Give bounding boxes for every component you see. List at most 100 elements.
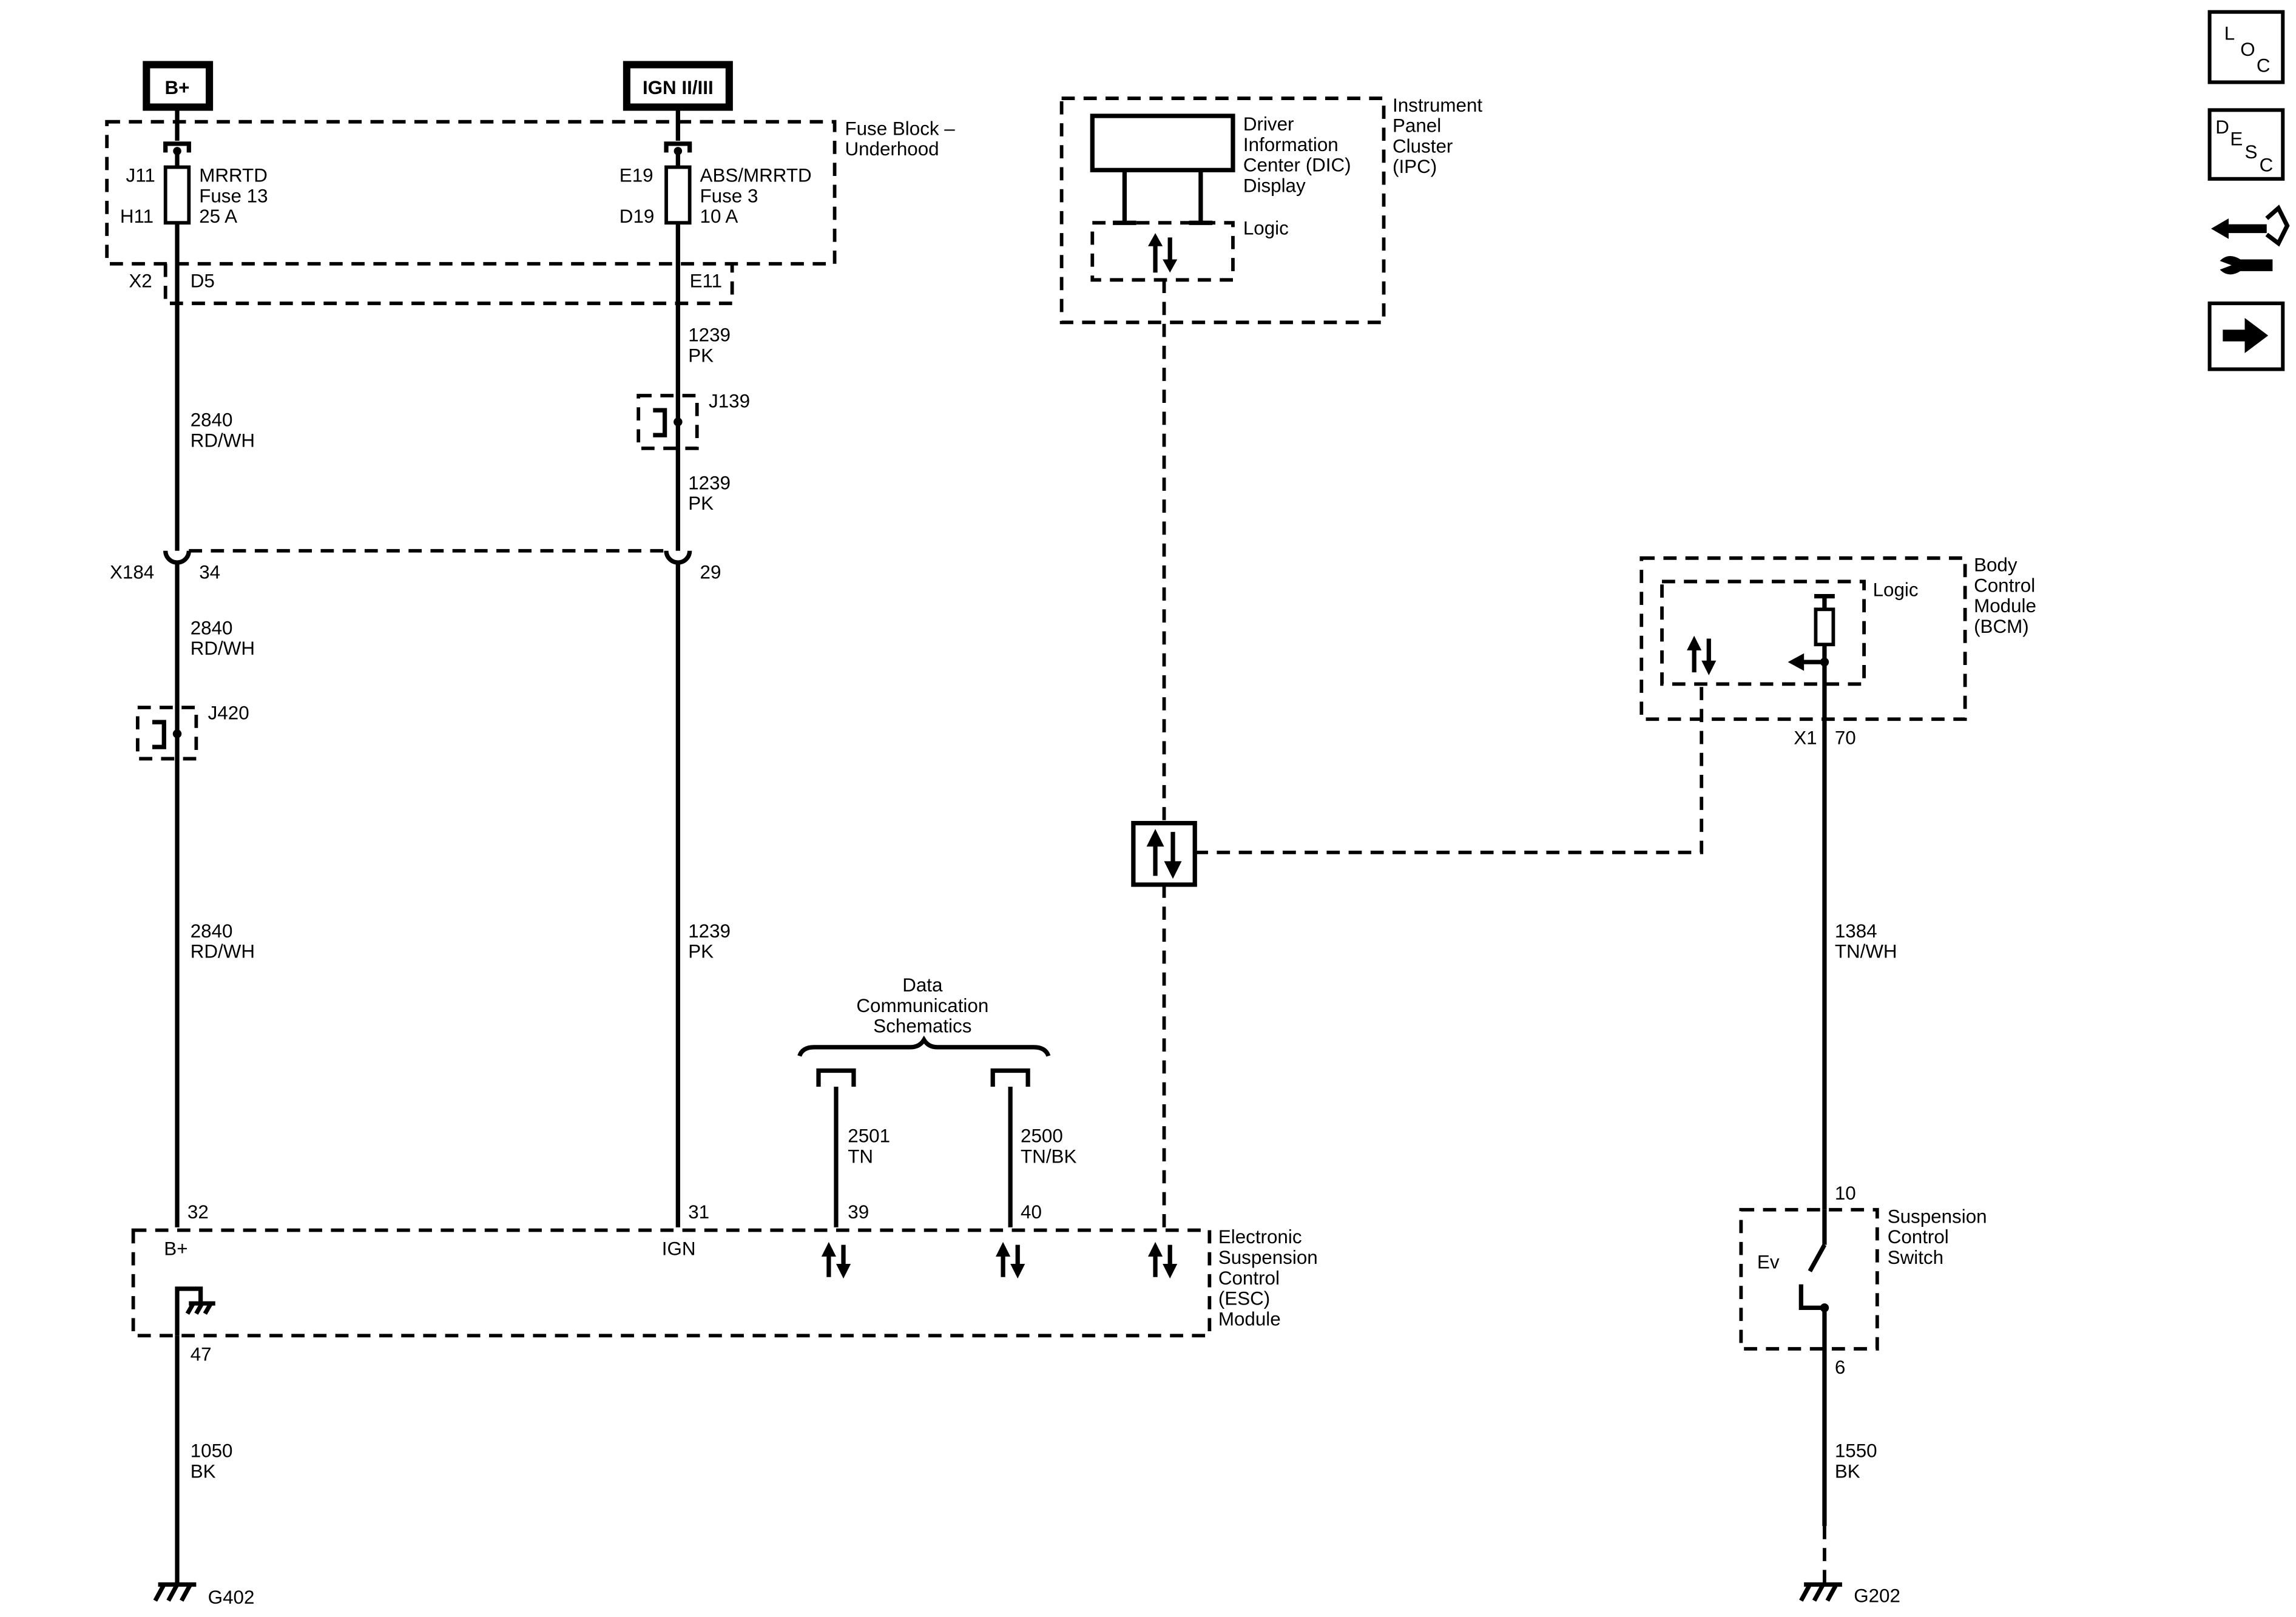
esc-module-outline <box>131 1228 1212 1338</box>
wire-1550-num: 1550 <box>1835 1440 1877 1462</box>
esc-label-4: (ESC) <box>1218 1288 1270 1309</box>
bcm-label-2: Control <box>1974 575 2035 596</box>
wire-2840-color-1: RD/WH <box>191 430 255 451</box>
x184-label: X184 <box>110 562 154 583</box>
serial-data-bcm-link <box>1195 684 1704 854</box>
esc-data-arrows-39-icon <box>821 1241 851 1279</box>
fuse-block-pin-e11: E11 <box>690 270 722 291</box>
fuse3-amps: 10 A <box>700 206 738 227</box>
esc-chassis-ground-icon <box>185 1301 215 1315</box>
data-comm-label-2: Communication <box>856 995 988 1016</box>
wire-1239-color-3: PK <box>688 941 714 962</box>
switch-pin-6: 6 <box>1835 1357 1845 1378</box>
switch-pin-10: 10 <box>1835 1183 1856 1204</box>
data-comm-bracket <box>797 1035 1051 1057</box>
data-comm-label-3: Schematics <box>873 1016 971 1037</box>
fuse13-in-pin: J11 <box>126 165 155 186</box>
esc-serial-arrows-icon <box>1148 1241 1178 1279</box>
fuse3-name: ABS/MRRTD <box>700 165 812 186</box>
data-comm-link-2500 <box>990 1068 1030 1087</box>
esc-ign-label: IGN <box>662 1238 696 1260</box>
j420-splice-dot <box>172 729 182 738</box>
wire-2840-color-2: RD/WH <box>191 638 255 659</box>
g202-label: G202 <box>1854 1585 1900 1606</box>
wire-1050-num: 1050 <box>191 1440 233 1462</box>
loc-button[interactable]: L O C <box>2207 10 2285 84</box>
wire-1239-num-3: 1239 <box>688 920 731 942</box>
wire-2500-color: TN/BK <box>1021 1146 1076 1167</box>
esc-label-5: Module <box>1218 1308 1281 1329</box>
ignition-source-label: IGN II/III <box>643 77 714 98</box>
dic-display-box <box>1090 113 1235 172</box>
serial-data-junction-box <box>1131 821 1197 887</box>
x2-connector-outline <box>163 263 734 305</box>
wire-1239-color-2: PK <box>688 493 714 514</box>
x184-pin-29 <box>664 550 692 565</box>
battery-source-label: B+ <box>165 77 190 98</box>
wire-1239-color-1: PK <box>688 345 714 366</box>
j420-splice-tab <box>152 720 166 749</box>
j420-splice-label: J420 <box>208 702 249 723</box>
fuse3-in-pin: E19 <box>620 165 653 186</box>
loc-letter-l: L <box>2224 23 2235 44</box>
bcm-label-1: Body <box>1974 555 2017 576</box>
fuse13-amps: 25 A <box>199 206 237 227</box>
fuse13-out-pin: H11 <box>120 206 154 227</box>
esc-label-1: Electronic <box>1218 1226 1302 1247</box>
switch-label-2: Control <box>1888 1226 1949 1247</box>
wire-1550-color: BK <box>1835 1460 1860 1482</box>
esc-label-2: Suspension <box>1218 1247 1318 1268</box>
arrow-right-icon[interactable] <box>2207 301 2285 371</box>
esc-internal-ground-lead <box>175 1286 203 1336</box>
wire-1384-color: TN/WH <box>1835 941 1897 962</box>
esc-pin-40: 40 <box>1021 1201 1042 1223</box>
fuse13-socket-in <box>163 141 191 153</box>
esc-pin-31: 31 <box>688 1201 709 1223</box>
switch-contact-tab <box>1798 1284 1825 1311</box>
bcm-label-4: (BCM) <box>1974 616 2029 637</box>
fuse-block-label-1: Fuse Block – <box>845 118 955 139</box>
data-comm-label-1: Data <box>902 974 943 996</box>
ipc-data-arrows-icon <box>1148 233 1178 273</box>
wire-2500-num: 2500 <box>1021 1126 1063 1147</box>
bcm-pullup-resistor <box>1814 607 1835 647</box>
bcm-logic-outline <box>1660 579 1866 686</box>
switch-mode-icon: Ev <box>1757 1251 1780 1272</box>
j139-splice-label: J139 <box>709 390 750 411</box>
esc-b-label: B+ <box>164 1238 187 1260</box>
esc-label-3: Control <box>1218 1268 1280 1289</box>
wire-1050-color: BK <box>191 1460 216 1482</box>
wire-2840-num-1: 2840 <box>191 410 233 431</box>
desc-letter-e: E <box>2230 128 2243 149</box>
g402-label: G402 <box>208 1587 255 1608</box>
wire-2840-num-2: 2840 <box>191 617 233 638</box>
ipc-label-3: Cluster <box>1393 135 1453 157</box>
esc-data-arrows-40-icon <box>996 1241 1025 1279</box>
wire-2840-num-3: 2840 <box>191 920 233 942</box>
bcm-logic-label: Logic <box>1873 579 1919 601</box>
x2-connector-label: X2 <box>129 270 152 291</box>
wire-1384-num: 1384 <box>1835 920 1877 942</box>
ipc-logic-label: Logic <box>1243 218 1289 239</box>
switch-label-3: Switch <box>1888 1247 1943 1268</box>
desc-button[interactable]: D E S C <box>2207 108 2285 181</box>
connector-wrench-icon[interactable] <box>2211 204 2290 275</box>
bcm-data-arrows-icon <box>1687 635 1717 675</box>
fuse3-symbol <box>664 165 692 225</box>
wire-2840-color-3: RD/WH <box>191 941 255 962</box>
dic-label-3: Center (DIC) <box>1243 155 1351 176</box>
bcm-input-arrow-icon <box>1788 653 1825 671</box>
fuse-block-label-2: Underhood <box>845 138 939 160</box>
wire-1239-num-1: 1239 <box>688 325 731 346</box>
fuse13-fuse: Fuse 13 <box>199 185 268 206</box>
fuse-block-outline <box>105 120 837 266</box>
wire-1239-num-2: 1239 <box>688 472 731 493</box>
j139-splice-tab <box>653 408 667 437</box>
x184-pin-34 <box>163 550 191 565</box>
fuse13-symbol <box>163 165 191 225</box>
j139-splice-outline <box>636 394 699 450</box>
bcm-pin-70: 70 <box>1835 727 1856 748</box>
wire-2501-color: TN <box>848 1146 873 1167</box>
ipc-label-2: Panel <box>1393 115 1441 137</box>
